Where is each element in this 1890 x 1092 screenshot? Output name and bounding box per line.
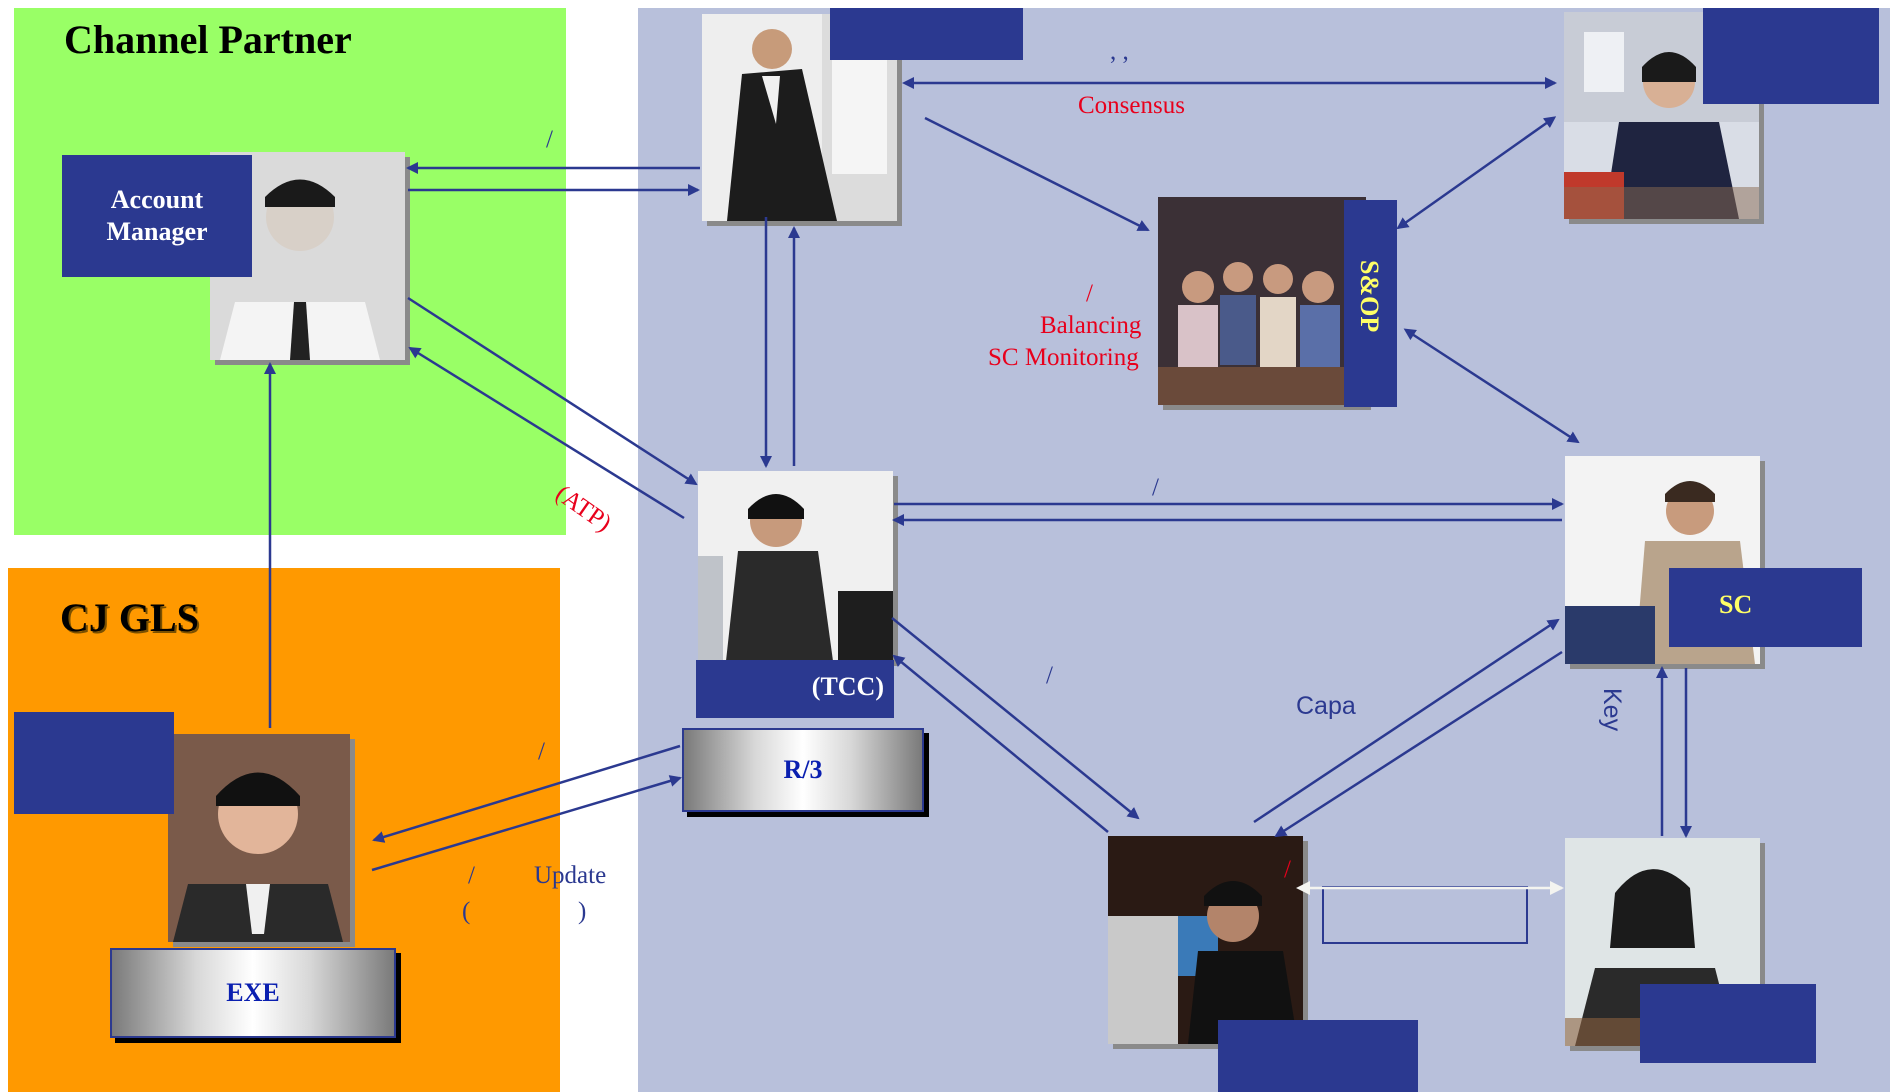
slash-tcc-bottom-label: / <box>1046 662 1053 689</box>
tcc-to-am-arrow <box>408 346 685 520</box>
tcc-label-box: (TCC) <box>696 660 894 718</box>
cj-gls-title: CJ GLS <box>60 595 199 640</box>
r3-system-box: R/3 <box>682 728 924 812</box>
customer-photo <box>1564 12 1759 219</box>
sc-to-operator-arrow <box>1274 650 1563 838</box>
sc-monitoring-label: SC Monitoring <box>988 344 1139 371</box>
channel-partner-title: Channel Partner <box>64 17 352 62</box>
operator-to-sc-arrow <box>1253 618 1560 824</box>
sop-sc-arrow <box>1403 328 1580 444</box>
tcc-photo <box>698 471 893 661</box>
operator-to-tcc-arrow <box>892 654 1109 833</box>
customer-label-box <box>1703 8 1879 104</box>
comma-marks-label: , , <box>1110 38 1129 65</box>
operator-label-box <box>1218 1020 1418 1092</box>
operator-photo <box>1108 836 1303 1044</box>
paren-open-label: ( <box>462 898 471 925</box>
headset-operator-icon <box>698 471 893 661</box>
capa-label: Capa <box>1296 692 1356 720</box>
exe-system-box: EXE <box>110 948 396 1038</box>
key-label: Key <box>1598 688 1626 732</box>
exec-to-sop-arrow <box>924 116 1150 232</box>
balancing-label: Balancing <box>1040 312 1142 339</box>
supplier-label-box <box>1640 984 1816 1063</box>
r3-to-cjgls-arrow <box>372 744 681 843</box>
cjgls-to-r3-arrow <box>371 775 682 872</box>
consensus-label: Consensus <box>1078 92 1185 119</box>
slash-balancing-label: / <box>1086 280 1093 307</box>
computer-operator-icon <box>1108 836 1303 1044</box>
slash-tcc-sc-label: / <box>1152 474 1159 501</box>
tcc-to-operator-arrow <box>891 617 1140 820</box>
customer-sop-arrow <box>1396 116 1557 230</box>
slash-update-label: / <box>468 862 475 889</box>
cj-gls-label-box <box>14 712 174 814</box>
sop-label-box: S&OP <box>1344 200 1397 407</box>
update-label: Update <box>534 862 607 889</box>
meeting-group-icon <box>1158 197 1366 405</box>
slash-orange-label: / <box>538 738 545 765</box>
sc-label-box: SC <box>1669 568 1862 647</box>
sop-label: S&OP <box>1355 260 1384 333</box>
executive-label-box <box>830 8 1023 60</box>
account-manager-label: Account Manager <box>62 155 252 277</box>
cj-gls-person-figure-icon <box>168 734 350 942</box>
sop-meeting-photo <box>1158 197 1366 405</box>
tcc-label: (TCC) <box>811 672 884 701</box>
slash-top-left-label: / <box>546 126 553 153</box>
paren-close-label: ) <box>578 898 587 925</box>
sc-label: SC <box>1719 590 1753 619</box>
am-to-tcc-arrow <box>407 296 698 486</box>
cj-gls-person-photo <box>168 734 350 942</box>
phone-caller-figure-icon <box>1564 12 1759 219</box>
slash-red-bottom-label: / <box>1284 856 1291 883</box>
